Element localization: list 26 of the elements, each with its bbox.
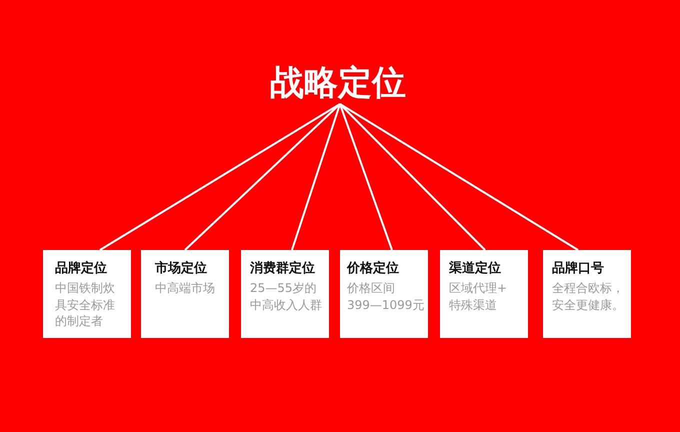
info-card xyxy=(141,250,229,338)
card-heading: 品牌口号 xyxy=(552,260,604,278)
title-text: 战略定位 xyxy=(270,62,406,104)
card-body-text: 25—55岁的中高收入人群 xyxy=(250,280,323,313)
info-card xyxy=(340,250,428,338)
info-card xyxy=(543,250,631,338)
connector-line xyxy=(99,103,341,251)
card-heading: 消费群定位 xyxy=(250,260,315,278)
card-body-text: 中国铁制炊具安全标准的制定者 xyxy=(55,280,116,330)
card-body-text: 区域代理+特殊渠道 xyxy=(449,280,508,313)
card-heading: 渠道定位 xyxy=(449,260,501,278)
connector-line xyxy=(339,103,579,251)
info-card xyxy=(43,250,131,338)
card-heading: 价格定位 xyxy=(347,260,399,278)
info-card xyxy=(440,250,528,338)
card-body-text: 价格区间 xyxy=(347,280,396,296)
info-card xyxy=(241,250,329,338)
card-heading: 市场定位 xyxy=(155,260,207,278)
card-body-text: 全程合欧标，安全更健康。 xyxy=(552,280,625,313)
card-heading: 品牌定位 xyxy=(55,260,107,278)
card-body-text: 中高端市场 xyxy=(155,280,216,296)
card-body-text: 399—1099元 xyxy=(347,296,426,313)
connector-line xyxy=(339,103,486,251)
connector-line xyxy=(184,103,341,251)
connector-line xyxy=(291,104,341,250)
connector-line xyxy=(339,104,393,250)
